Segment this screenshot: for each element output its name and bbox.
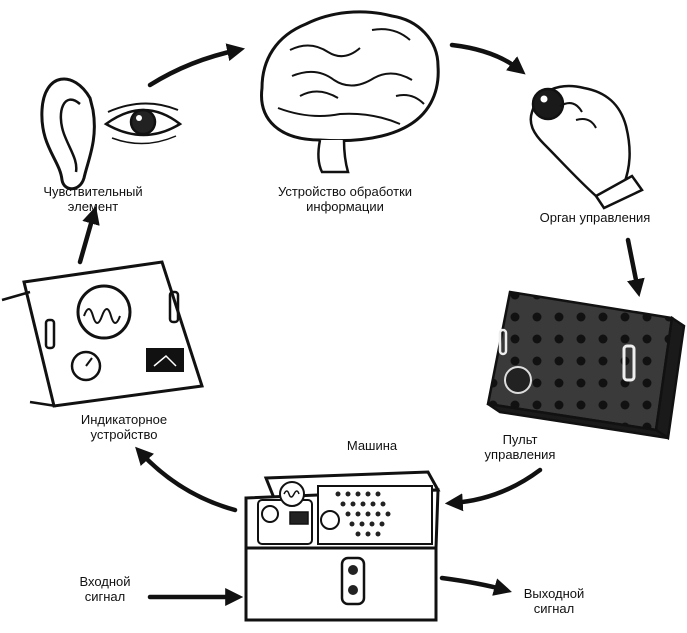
- input-signal-label-line-1: Входной: [79, 574, 131, 589]
- control-panel-label-line-1: Пульт: [502, 432, 538, 447]
- indicator-label: Индикаторное устройство: [68, 412, 180, 442]
- arrow-sensor-to-brain: [147, 43, 246, 88]
- machine-knob-grid: [335, 491, 391, 537]
- brain-icon: [260, 10, 440, 174]
- arrow-panel-to-machine: [444, 467, 543, 512]
- processor-label: Устройство обработки информации: [262, 184, 428, 214]
- machine-label: Машина: [340, 438, 404, 453]
- machine-label-line-1: Машина: [346, 438, 398, 453]
- arrow-output-signal: [439, 575, 512, 596]
- ear-icon: [40, 77, 96, 191]
- arrow-brain-to-hand: [449, 42, 526, 75]
- flow-arrows: [77, 42, 645, 606]
- input-signal-label: Входной сигнал: [70, 574, 140, 604]
- arrow-machine-to-indicator: [135, 446, 238, 513]
- control-panel-label: Пульт управления: [478, 432, 562, 462]
- control-organ-label: Орган управления: [526, 210, 664, 225]
- output-signal-label-line-2: сигнал: [533, 601, 575, 616]
- processor-label-line-2: информации: [306, 199, 384, 214]
- control-panel-icon: [486, 290, 686, 441]
- sensor-label-line-1: Чувствительный: [43, 184, 143, 199]
- arrow-hand-to-panel: [625, 237, 645, 298]
- sensor-label-line-2: элемент: [67, 199, 119, 214]
- arrow-indicator-to-sensor: [77, 206, 100, 265]
- output-signal-label-line-1: Выходной: [523, 586, 585, 601]
- output-signal-label: Выходной сигнал: [512, 586, 596, 616]
- hand-icon: [529, 84, 644, 210]
- control-organ-label-line-1: Орган управления: [539, 210, 651, 225]
- eye-icon: [103, 102, 183, 145]
- machine-icon: [244, 470, 441, 622]
- indicator-icon: [1, 260, 204, 408]
- input-signal-label-line-2: сигнал: [84, 589, 126, 604]
- sensor-label: Чувствительный элемент: [36, 184, 150, 214]
- indicator-label-line-1: Индикаторное: [80, 412, 168, 427]
- processor-label-line-1: Устройство обработки: [277, 184, 413, 199]
- control-panel-label-line-2: управления: [484, 447, 556, 462]
- indicator-label-line-2: устройство: [90, 427, 158, 442]
